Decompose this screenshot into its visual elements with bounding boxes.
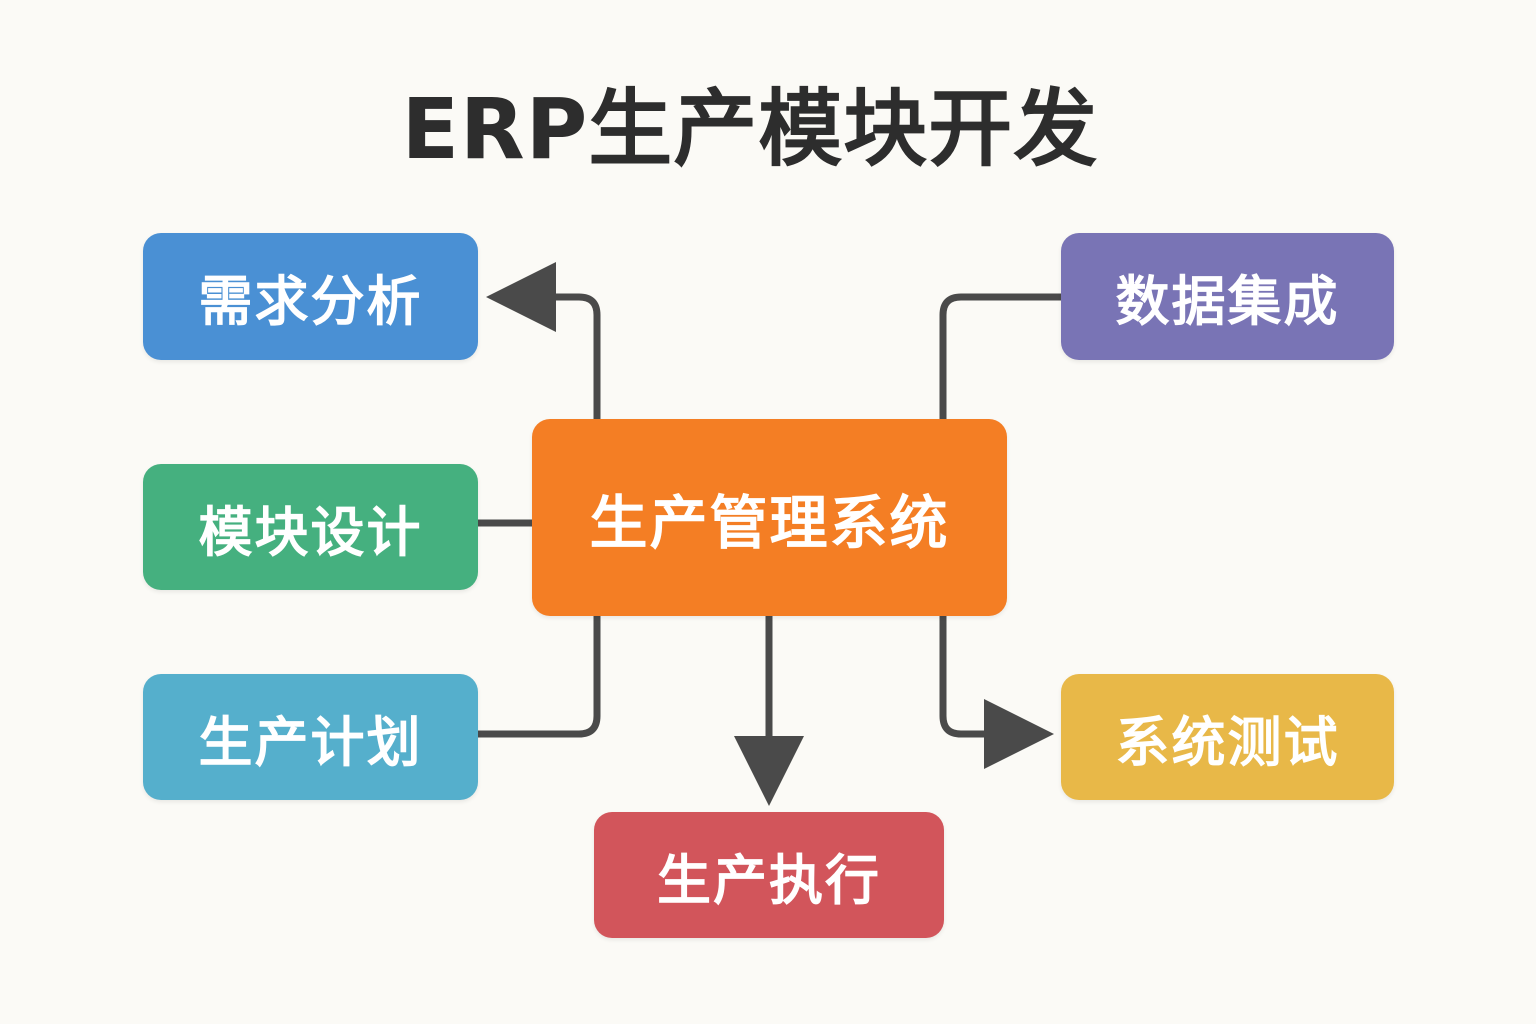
node-system-test[interactable]: 系统测试 [1061,674,1394,800]
node-production-plan-label: 生产计划 [198,710,423,774]
node-system-test-label: 系统测试 [1115,710,1340,774]
node-demand-analysis[interactable]: 需求分析 [143,233,478,360]
diagram-title: ERP生产模块开发 [401,80,1099,178]
edge-center-to-data-integration [939,293,1061,419]
node-production-execution-label: 生产执行 [657,848,881,912]
edge-center-to-system-test [939,616,1054,769]
node-production-management-system[interactable]: 生产管理系统 [532,419,1007,616]
node-data-integration-label: 数据集成 [1115,270,1340,333]
node-module-design-label: 模块设计 [198,500,423,564]
node-production-plan[interactable]: 生产计划 [143,674,478,800]
node-module-design[interactable]: 模块设计 [143,464,478,590]
edge-center-to-demand-analysis [486,262,601,419]
node-production-execution[interactable]: 生产执行 [594,812,944,938]
node-demand-analysis-label: 需求分析 [198,270,423,333]
node-data-integration[interactable]: 数据集成 [1061,233,1394,360]
edge-center-to-production-plan [478,616,601,738]
node-production-management-system-label: 生产管理系统 [589,488,950,557]
